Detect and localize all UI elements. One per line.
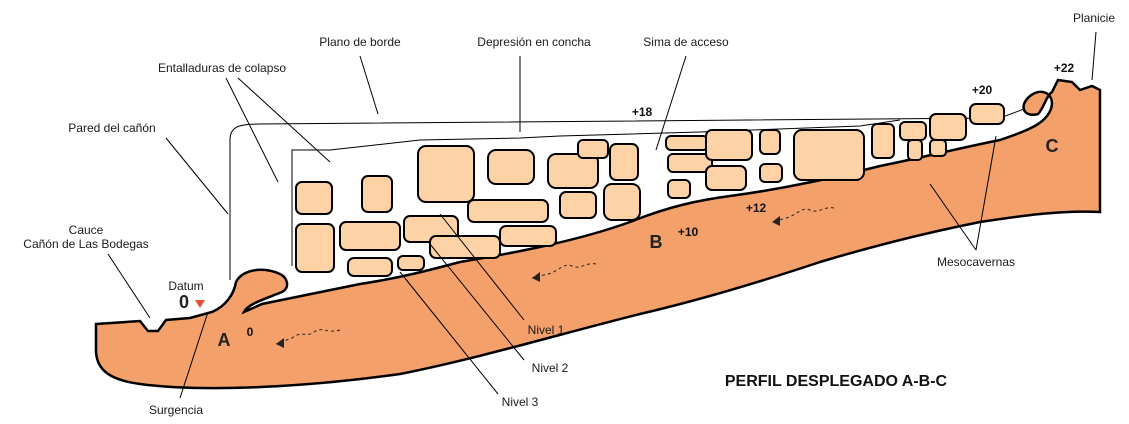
block	[295, 223, 335, 273]
block	[577, 139, 609, 159]
leader-entalladuras-2	[237, 77, 331, 163]
block	[429, 235, 501, 259]
flow-arrow-icon	[531, 263, 597, 279]
block	[705, 129, 753, 161]
block	[705, 165, 747, 191]
block	[347, 257, 393, 277]
block	[295, 181, 333, 215]
block	[417, 145, 475, 203]
leader-sima	[655, 55, 687, 151]
elevation-c: +20	[972, 83, 993, 97]
leader-mesocavernas-1	[929, 183, 977, 251]
leader-plano-de-borde	[359, 55, 379, 115]
flow-arrow-icon	[275, 329, 341, 345]
flow-arrows	[275, 207, 835, 348]
leader-nivel-3	[399, 271, 499, 395]
block	[929, 139, 947, 157]
label-sima-de-acceso: Sima de acceso	[643, 35, 729, 49]
label-planicie: Planicie	[1073, 11, 1115, 25]
canyon-wall-outline	[229, 102, 1041, 280]
elevation-b: +10	[678, 225, 699, 239]
flow-arrowhead-icon	[532, 272, 540, 282]
leader-planicie	[1091, 31, 1097, 81]
block	[667, 179, 691, 199]
block	[899, 121, 927, 141]
block	[907, 139, 923, 161]
point-c: C	[1046, 136, 1059, 156]
block	[667, 153, 713, 173]
leader-cauce	[107, 253, 151, 319]
label-canon-de-las-bodegas: Cañón de Las Bodegas	[23, 237, 148, 251]
block	[871, 123, 895, 159]
cave-ceiling-line	[291, 119, 901, 266]
block	[603, 183, 641, 221]
label-datum: Datum	[168, 279, 203, 293]
label-cauce: Cauce	[69, 223, 104, 237]
leader-nivel-2	[429, 243, 525, 361]
rock-body	[94, 78, 1102, 390]
elevation-datum: 0	[179, 292, 189, 312]
label-pared-del-canon: Pared del cañón	[68, 121, 155, 135]
block	[547, 153, 599, 189]
point-a: A	[218, 330, 231, 350]
label-mesocavernas: Mesocavernas	[937, 255, 1015, 269]
label-depresion-en-concha: Depresión en concha	[477, 35, 591, 49]
block	[759, 163, 783, 183]
point-b: B	[650, 232, 663, 252]
cave-blocks	[295, 103, 1005, 277]
elevation-planicie: +22	[1054, 61, 1075, 75]
label-nivel-3: Nivel 3	[502, 395, 539, 409]
label-surgencia: Surgencia	[149, 403, 203, 417]
leader-nivel-1	[439, 213, 525, 321]
block	[467, 199, 549, 223]
elevation-b-upper: +12	[746, 201, 767, 215]
elevation-sima: +18	[632, 105, 653, 119]
block	[929, 113, 967, 141]
leader-pared	[165, 137, 229, 215]
label-plano-de-borde: Plano de borde	[319, 35, 401, 49]
flow-arrow-icon	[771, 207, 835, 223]
flow-arrowhead-icon	[772, 216, 780, 226]
label-entalladuras-de-colapso: Entalladuras de colapso	[158, 61, 286, 75]
block	[397, 255, 425, 271]
block	[793, 129, 865, 181]
leader-entalladuras-1	[225, 77, 279, 183]
block	[969, 103, 1005, 125]
diagram-title: PERFIL DESPLEGADO A-B-C	[725, 373, 948, 390]
block	[665, 135, 709, 151]
block	[361, 175, 393, 213]
datum-marker-icon	[195, 300, 205, 308]
leader-mesocavernas-2	[975, 135, 997, 251]
leader-surgencia	[179, 311, 209, 399]
label-nivel-2: Nivel 2	[532, 361, 569, 375]
block	[499, 225, 557, 247]
block	[487, 149, 535, 185]
leader-lines	[107, 31, 1097, 399]
block	[609, 143, 639, 181]
flow-arrowhead-icon	[276, 338, 284, 348]
label-nivel-1: Nivel 1	[528, 323, 565, 337]
block	[339, 221, 401, 251]
block	[759, 129, 781, 155]
elevation-a: 0	[247, 325, 254, 339]
block	[559, 191, 597, 219]
